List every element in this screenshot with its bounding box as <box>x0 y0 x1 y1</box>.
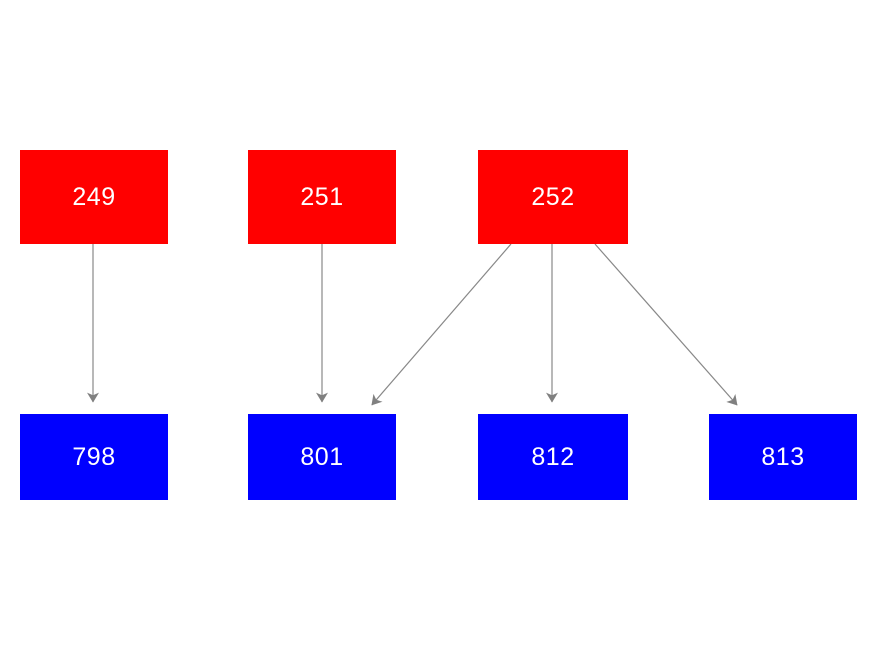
node-label: 251 <box>300 182 344 211</box>
node-801[interactable]: 801 <box>248 414 396 500</box>
node-label: 798 <box>72 442 116 471</box>
node-label: 801 <box>300 442 344 471</box>
edge-252-to-801 <box>371 243 512 406</box>
edge-252-to-813 <box>594 243 738 406</box>
node-label: 813 <box>761 442 805 471</box>
node-label: 812 <box>531 442 575 471</box>
node-label: 252 <box>531 182 575 211</box>
node-label: 249 <box>72 182 116 211</box>
edge-group <box>87 243 738 406</box>
node-813[interactable]: 813 <box>709 414 857 500</box>
node-251[interactable]: 251 <box>248 150 396 244</box>
node-249[interactable]: 249 <box>20 150 168 244</box>
node-798[interactable]: 798 <box>20 414 168 500</box>
node-812[interactable]: 812 <box>478 414 628 500</box>
node-252[interactable]: 252 <box>478 150 628 244</box>
